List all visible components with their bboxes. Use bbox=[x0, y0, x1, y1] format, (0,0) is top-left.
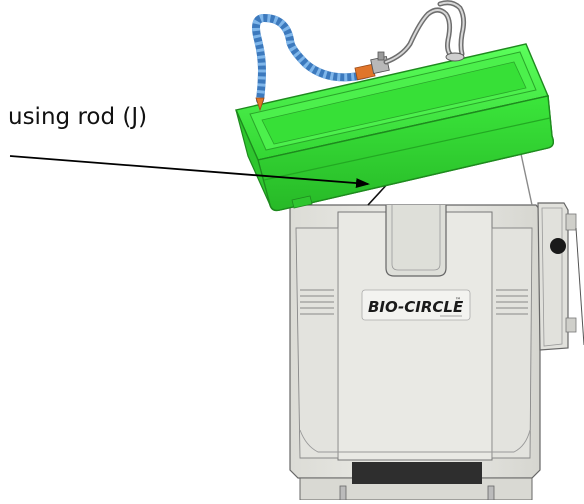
steel-spout-tube bbox=[386, 3, 464, 62]
logo-brand-text: BIO-CIRCLE bbox=[368, 298, 464, 316]
callout-label: using rod (J) bbox=[8, 104, 147, 130]
logo-trademark: ™ bbox=[455, 297, 461, 304]
parts-washer-body bbox=[290, 203, 584, 500]
green-lid bbox=[236, 44, 553, 210]
bio-circle-logo: BIO-CIRCLE ™ bbox=[362, 290, 470, 320]
filter-knob-icon bbox=[550, 238, 566, 254]
